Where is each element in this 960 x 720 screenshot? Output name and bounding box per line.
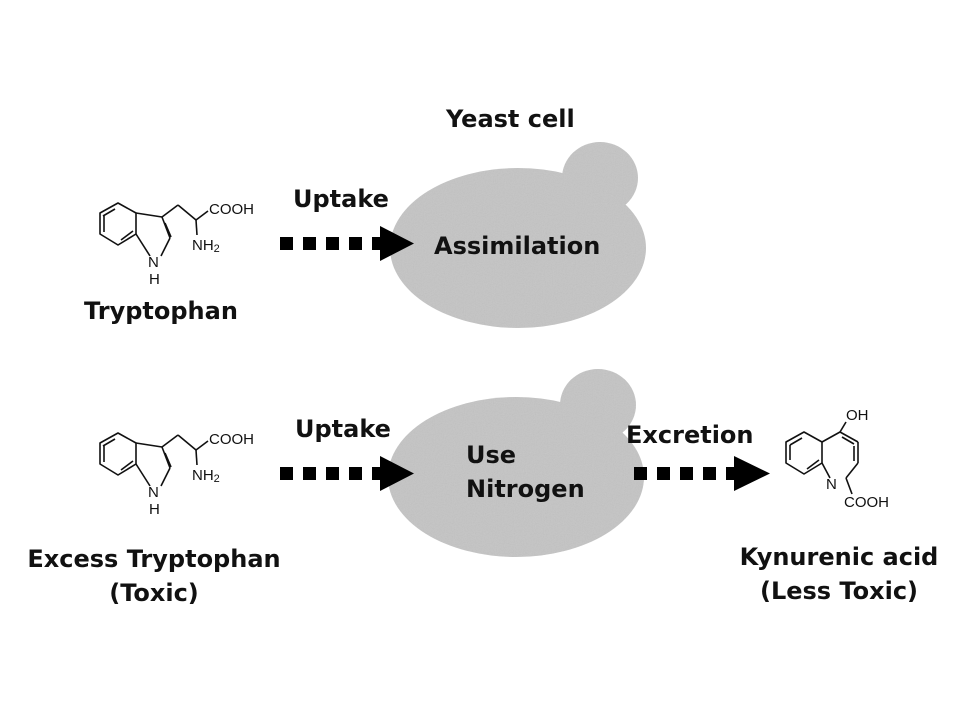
kynurenic-acid-name: Kynurenic acid	[739, 543, 939, 571]
nh2-group-top: NH2	[192, 238, 220, 255]
indole-h-bottom: H	[149, 501, 160, 518]
indole-n-bottom: N	[148, 484, 159, 501]
uptake-arrow-bottom	[280, 456, 414, 491]
assimilation-label: Assimilation	[434, 232, 601, 260]
tryptophan-structure-bottom	[99, 432, 209, 487]
excretion-label: Excretion	[626, 421, 754, 449]
nh2-subscript: 2	[213, 243, 220, 255]
yeast-cell-title: Yeast cell	[446, 105, 575, 133]
cooh-group-bottom: COOH	[209, 431, 254, 448]
uptake-label-top: Uptake	[293, 185, 389, 213]
uptake-label-bottom: Uptake	[295, 415, 391, 443]
excretion-arrow	[634, 456, 770, 491]
indole-h-top: H	[149, 271, 160, 288]
cooh-group-product: COOH	[844, 494, 889, 511]
toxic-note: (Toxic)	[109, 579, 199, 607]
tryptophan-structure-top	[99, 202, 209, 257]
quinoline-n: N	[826, 476, 837, 493]
yeast-cell-bottom	[388, 369, 644, 557]
tryptophan-name: Tryptophan	[84, 297, 238, 325]
use-nitrogen-line2: Nitrogen	[466, 475, 585, 503]
kynurenic-acid-structure	[785, 421, 859, 495]
yeast-cell-top	[390, 142, 646, 328]
nh2-text: NH	[192, 467, 214, 484]
nh2-text: NH	[192, 237, 214, 254]
indole-n-top: N	[148, 254, 159, 271]
less-toxic-note: (Less Toxic)	[759, 577, 919, 605]
cooh-group-top: COOH	[209, 201, 254, 218]
excess-tryptophan-name: Excess Tryptophan	[27, 545, 281, 573]
use-nitrogen-line1: Use	[466, 441, 517, 469]
nh2-subscript: 2	[213, 473, 220, 485]
nh2-group-bottom: NH2	[192, 468, 220, 485]
oh-group: OH	[846, 407, 869, 424]
uptake-arrow-top	[280, 226, 414, 261]
